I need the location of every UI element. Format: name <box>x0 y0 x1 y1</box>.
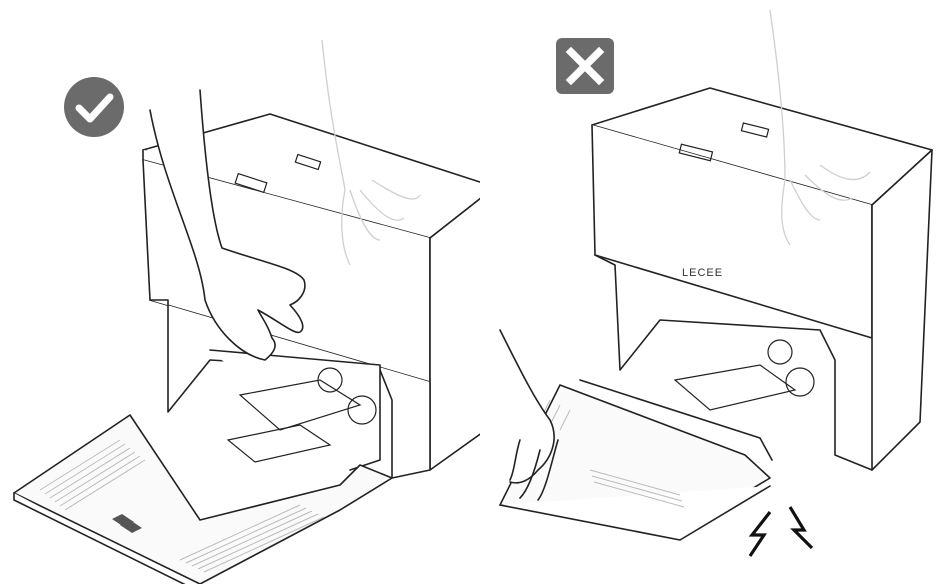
incorrect-lift-panel: LECEE <box>480 0 944 584</box>
close-square-icon <box>556 38 616 98</box>
docking-station-illustration-incorrect: LECEE <box>480 0 944 584</box>
brand-label: LECEE <box>682 267 723 279</box>
correct-lift-panel <box>0 0 480 584</box>
checkmark-circle-icon <box>64 77 124 137</box>
